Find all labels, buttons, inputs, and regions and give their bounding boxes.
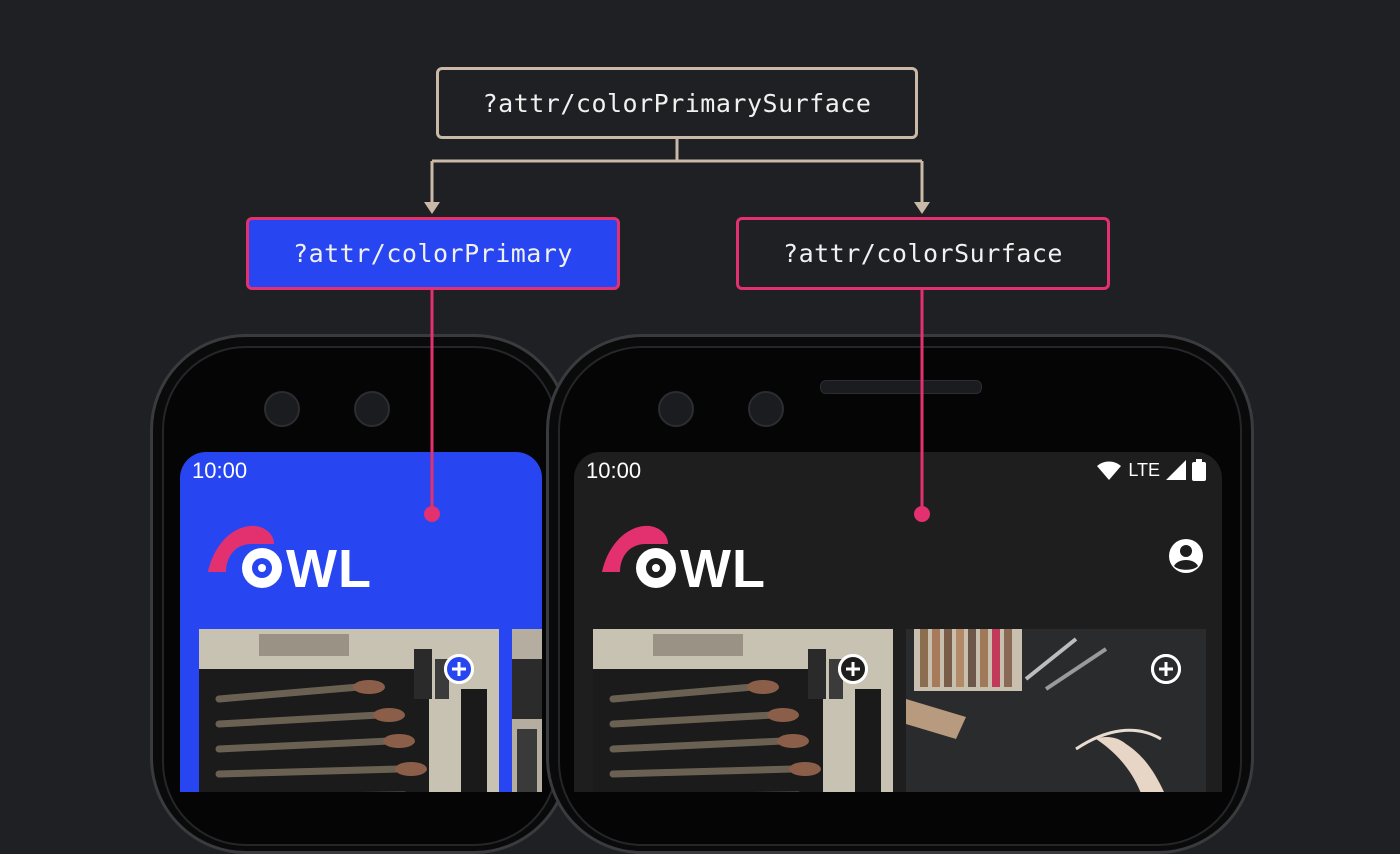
plus-circle-icon — [444, 654, 474, 684]
speaker-grille — [820, 380, 982, 394]
network-type-label: LTE — [1128, 459, 1160, 480]
plus-circle-icon — [838, 654, 868, 684]
phone-left-screen: 10:00 WL — [180, 452, 542, 792]
app-name: WL — [286, 539, 372, 599]
attr-color-primary-surface: ?attr/colorPrimarySurface — [436, 67, 918, 139]
account-circle-icon — [1169, 539, 1203, 573]
status-time: 10:00 — [586, 458, 642, 483]
owl-logo-mark-icon — [208, 525, 282, 588]
arrow-down-icon — [424, 202, 440, 214]
status-time: 10:00 — [192, 458, 248, 483]
arrow-down-icon — [914, 202, 930, 214]
owl-logo: WL — [598, 520, 778, 599]
phone-right-screen: 10:00 LTE WL — [574, 452, 1222, 792]
wifi-icon — [1097, 461, 1122, 480]
attr-color-surface: ?attr/colorSurface — [736, 217, 1110, 290]
signal-icon — [1166, 460, 1186, 480]
camera-icon — [354, 391, 390, 427]
status-icons: LTE — [1096, 458, 1206, 482]
course-thumbnail[interactable] — [512, 629, 542, 792]
add-course-button[interactable] — [1151, 654, 1181, 684]
battery-icon — [1192, 459, 1206, 481]
add-course-button[interactable] — [444, 654, 474, 684]
course-thumbnail[interactable] — [593, 629, 893, 792]
course-thumbnail[interactable] — [906, 629, 1206, 792]
makeup-brushes-image — [199, 629, 499, 792]
camera-icon — [658, 391, 694, 427]
add-course-button[interactable] — [838, 654, 868, 684]
app-name: WL — [680, 539, 766, 599]
camera-icon — [748, 391, 784, 427]
plus-circle-icon — [1151, 654, 1181, 684]
attr-color-primary: ?attr/colorPrimary — [246, 217, 620, 290]
account-button[interactable] — [1168, 538, 1204, 574]
camera-icon — [264, 391, 300, 427]
course-thumbnail[interactable] — [199, 629, 499, 792]
owl-logo-mark-icon — [602, 525, 676, 588]
owl-logo: WL — [204, 520, 384, 599]
